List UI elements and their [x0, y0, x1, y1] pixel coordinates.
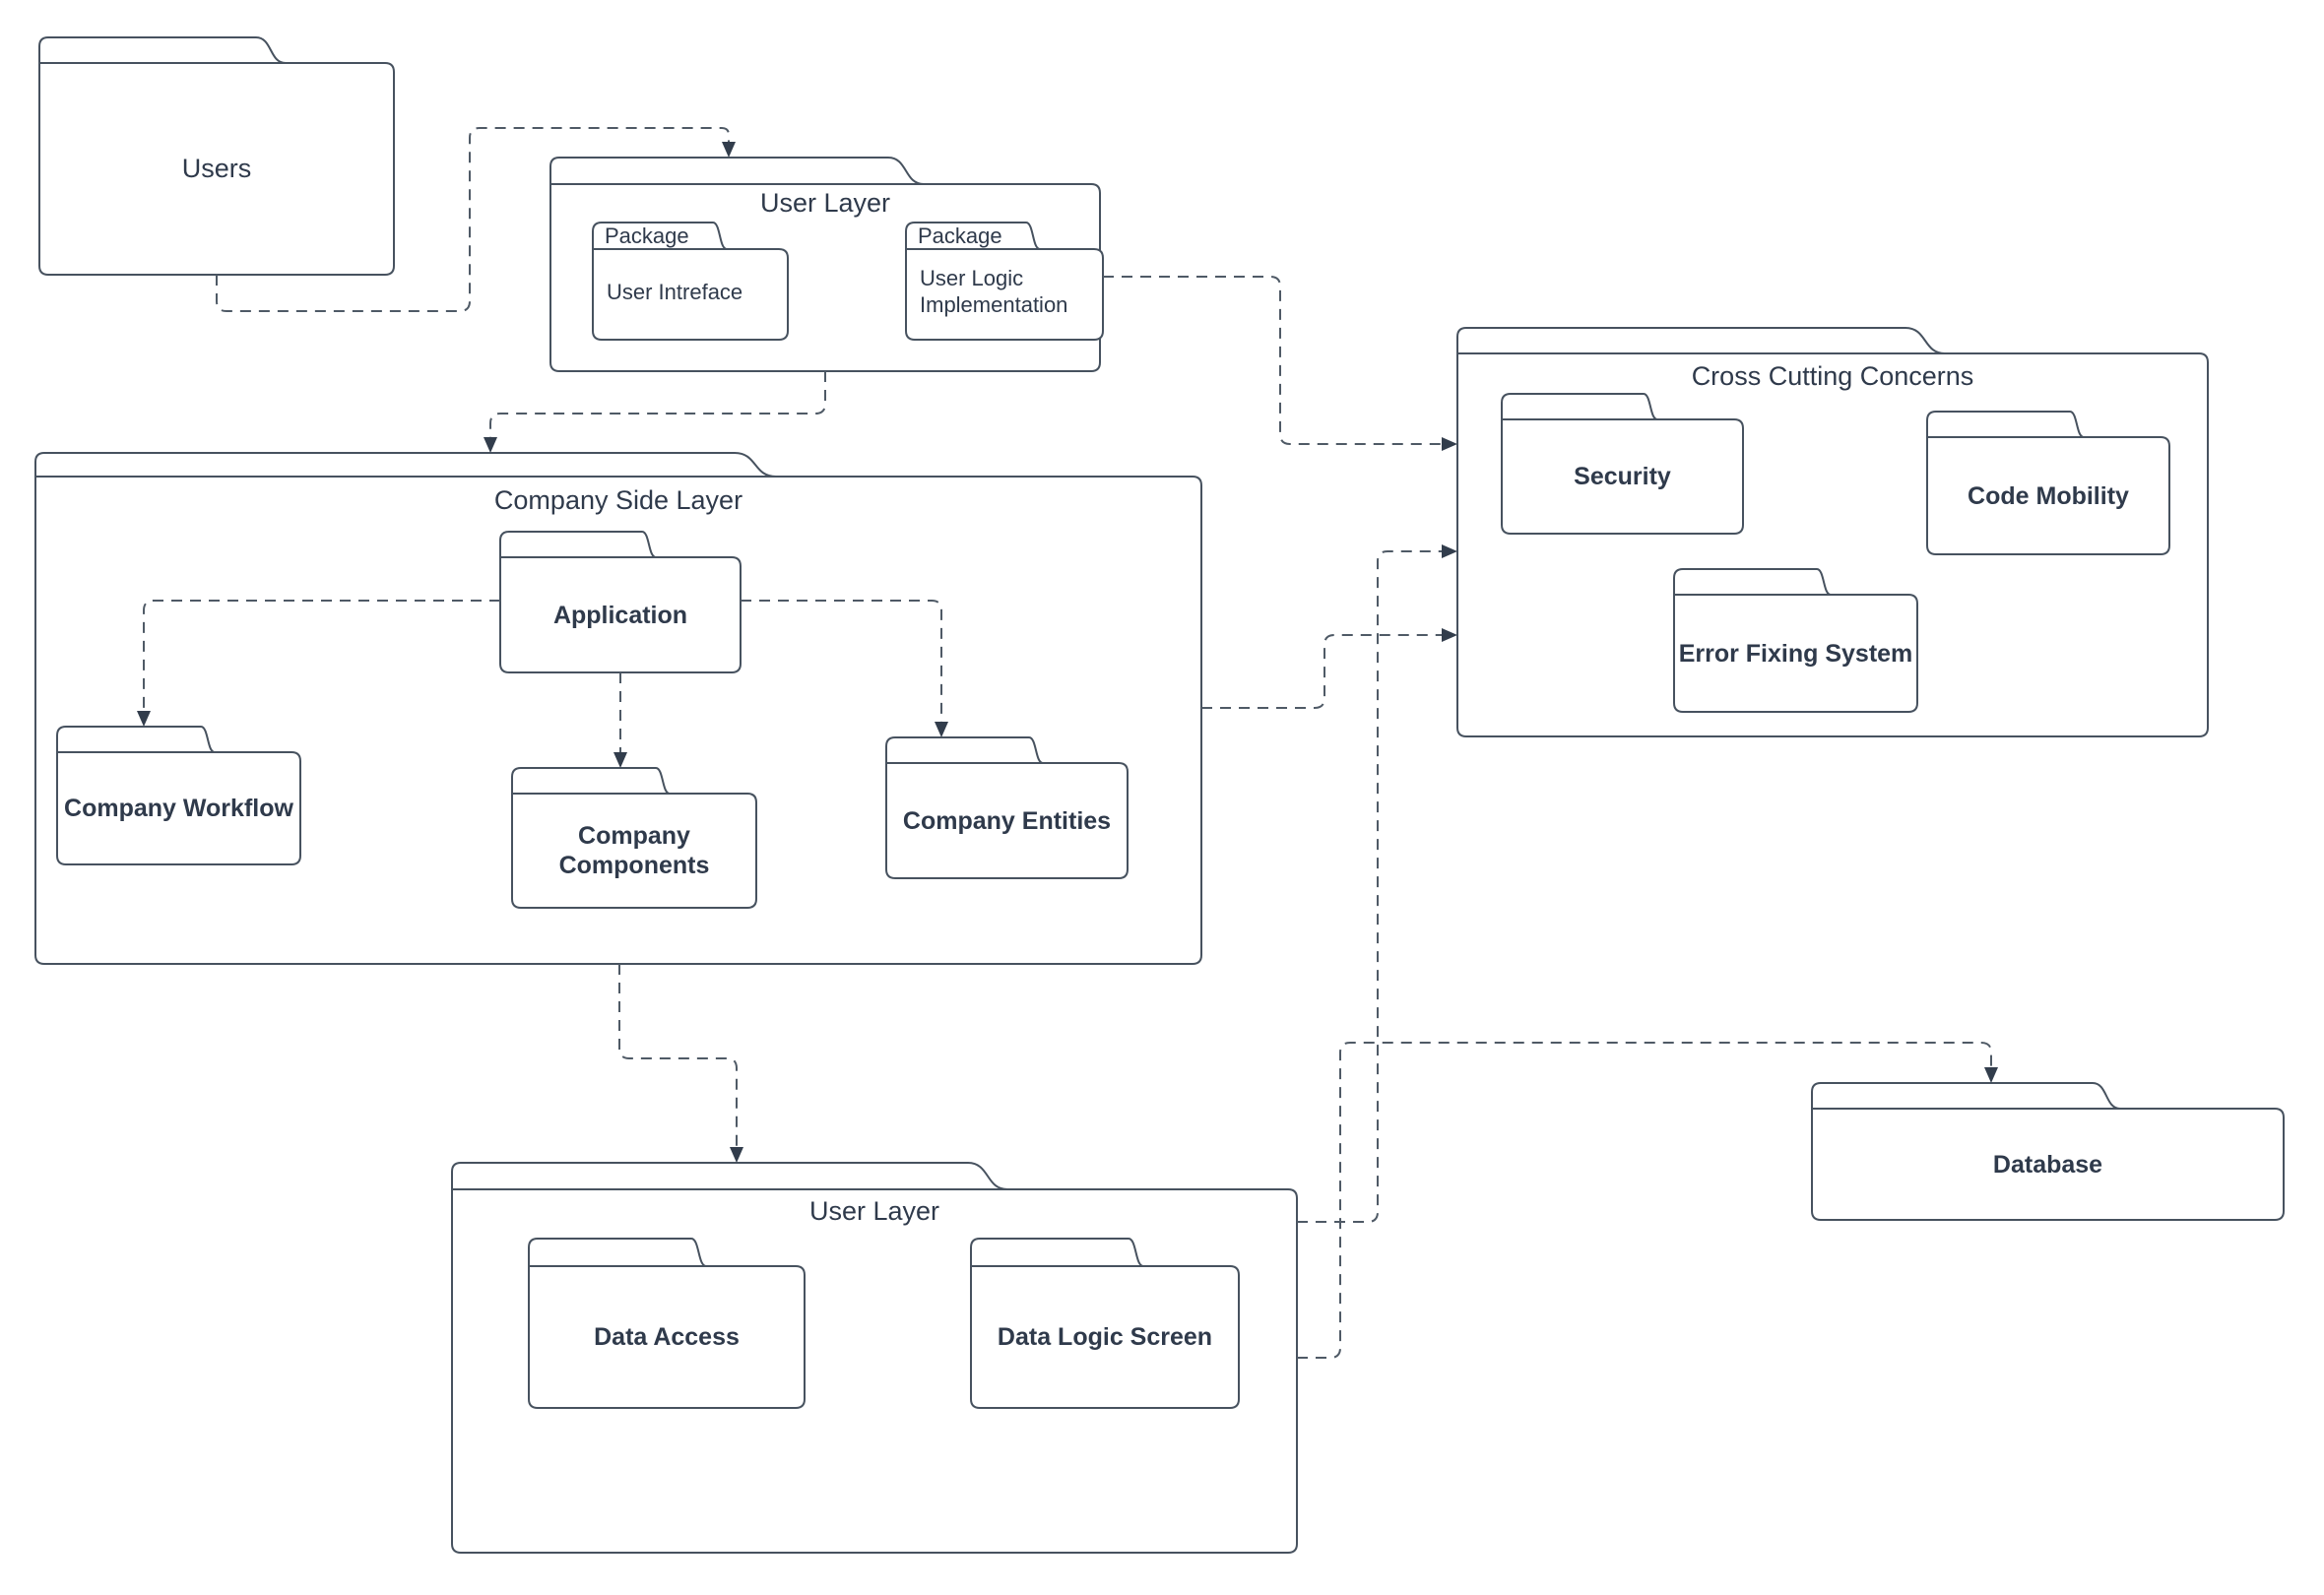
- edge-company-side-layer-to-cross-cutting-concerns: [1201, 634, 1442, 709]
- package-user-interface-label: User Intreface: [607, 279, 743, 304]
- edge-company-side-layer-to-user-layer-bottom: [618, 964, 738, 1147]
- security-package-shape: [1501, 393, 1744, 535]
- edge-company-side-layer-to-cross-cutting-concerns-arrowhead: [1442, 628, 1457, 642]
- user-layer-top-title: User Layer: [759, 188, 891, 218]
- edge-user-layer-top-to-company-side-layer-arrowhead: [484, 437, 497, 453]
- company-entities-package-label: Company Entities: [902, 806, 1112, 835]
- edge-user-layer-bottom-to-cross-cutting-concerns: [1297, 550, 1442, 1223]
- security-package-label: Security: [1574, 463, 1671, 490]
- database-package-shape: [1811, 1082, 2285, 1221]
- edge-application-to-company-workflow: [143, 600, 500, 711]
- company-components-package-shape: [511, 767, 757, 909]
- user-layer-bottom-title: User Layer: [808, 1196, 940, 1226]
- cross-cutting-concerns-title: Cross Cutting Concerns: [1691, 361, 1974, 391]
- edge-user-layer-bottom-to-database: [1297, 1042, 1992, 1359]
- edge-user-layer-bottom-to-cross-cutting-concerns-arrowhead: [1442, 544, 1457, 558]
- error-fixing-system-package-label: Error Fixing System: [1678, 639, 1913, 668]
- company-entities-package-shape: [885, 736, 1129, 879]
- company-side-layer-title: Company Side Layer: [493, 485, 743, 515]
- package-user-logic-shape: [905, 222, 1104, 341]
- package-user-interface-tab-label: Package: [605, 223, 689, 248]
- edge-application-to-company-components-arrowhead: [613, 752, 627, 768]
- error-fixing-system-package-shape: [1673, 568, 1918, 713]
- application-package-label: Application: [552, 601, 688, 629]
- edge-company-side-layer-to-user-layer-bottom-arrowhead: [730, 1147, 743, 1163]
- edge-user-layer-bottom-to-database-arrowhead: [1984, 1067, 1998, 1083]
- edge-users-to-user-layer-top-arrowhead: [722, 142, 736, 158]
- users-package-label: Users: [181, 154, 252, 184]
- package-user-interface-shape: [592, 222, 789, 341]
- data-access-package-shape: [528, 1238, 806, 1409]
- data-logic-screen-package-shape: [970, 1238, 1240, 1409]
- package-user-logic-label: User Logic Implementation: [920, 266, 1068, 317]
- edge-user-layer-top-to-company-side-layer: [489, 371, 826, 437]
- edge-application-to-company-workflow-arrowhead: [137, 711, 151, 727]
- users-package-shape: [38, 36, 395, 276]
- company-workflow-package-shape: [56, 726, 301, 865]
- edge-application-to-company-entities: [741, 600, 942, 722]
- code-mobility-package-label: Code Mobility: [1968, 481, 2129, 510]
- company-workflow-package-label: Company Workflow: [64, 795, 293, 822]
- package-user-logic-tab-label: Package: [918, 223, 1002, 248]
- data-logic-screen-package-label: Data Logic Screen: [997, 1323, 1213, 1351]
- edge-users-to-user-layer-top: [216, 127, 730, 312]
- company-components-package-label: Company Components: [558, 822, 710, 879]
- edge-application-to-company-entities-arrowhead: [935, 722, 948, 737]
- application-package-shape: [499, 531, 742, 673]
- edge-user-logic-to-cross-cutting-concerns-arrowhead: [1442, 437, 1457, 451]
- code-mobility-package-shape: [1926, 411, 2170, 555]
- data-access-package-label: Data Access: [594, 1323, 740, 1351]
- edge-user-logic-to-cross-cutting-concerns: [1103, 276, 1442, 445]
- database-package-label: Database: [1992, 1150, 2103, 1179]
